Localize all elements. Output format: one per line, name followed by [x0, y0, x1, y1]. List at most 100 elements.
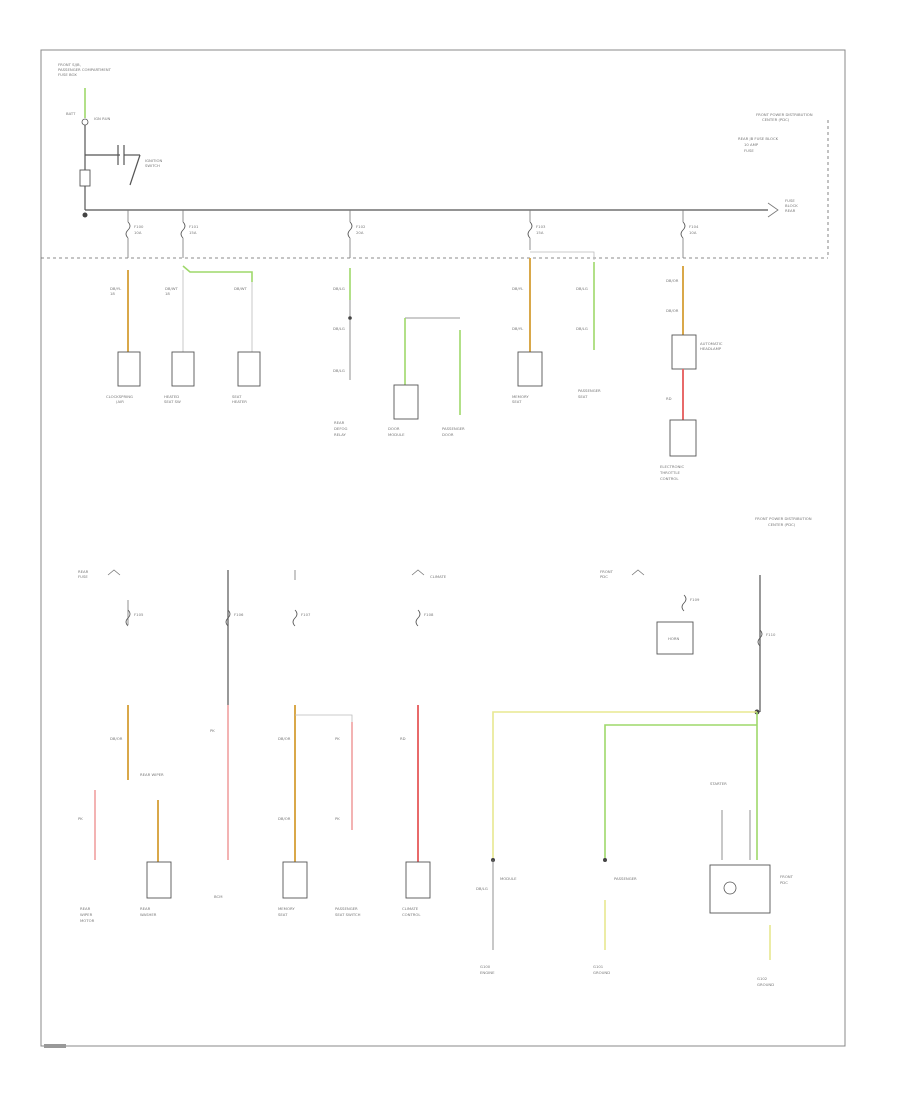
- svg-text:DB/LG: DB/LG: [576, 286, 588, 291]
- svg-text:SEAT: SEAT: [578, 394, 588, 399]
- circuit-throttle: F104 10A DB/OR DB/OR AUTOMATIC HEADLAMP …: [659, 210, 723, 481]
- svg-text:HEATER: HEATER: [232, 399, 247, 404]
- svg-text:18: 18: [110, 291, 115, 296]
- svg-text:FRONT POWER DISTRIBUTION: FRONT POWER DISTRIBUTION: [755, 516, 812, 521]
- svg-text:SWITCH: SWITCH: [145, 163, 160, 168]
- circuit-bcm: F106 PK BCM: [210, 570, 244, 899]
- circuit-rear-wiper: REAR FUSE F105 DB/OR PK REAR WIPER MOTOR…: [78, 569, 172, 923]
- svg-text:SEAT SWITCH: SEAT SWITCH: [335, 912, 361, 917]
- circuit-horn: FRONT PDC F109 HORN: [600, 569, 700, 655]
- svg-text:DB/YL: DB/YL: [512, 286, 524, 291]
- circuit-climate: CLIMATE F108 RD CLIMATE CONTROL: [400, 569, 447, 917]
- svg-text:DEFOG: DEFOG: [334, 426, 347, 431]
- svg-text:F110: F110: [766, 632, 776, 637]
- svg-text:F109: F109: [690, 597, 700, 602]
- svg-text:HEADLAMP: HEADLAMP: [700, 346, 722, 351]
- svg-text:PASSENGER: PASSENGER: [442, 426, 465, 431]
- svg-text:PK: PK: [78, 816, 83, 821]
- svg-text:FUSE: FUSE: [78, 574, 88, 579]
- svg-text:FRONT S/JB,: FRONT S/JB,: [58, 62, 81, 67]
- circuit-ground: F110 DB/LG MODULE PASSENGER G100 ENGINE …: [476, 575, 794, 987]
- svg-text:GROUND: GROUND: [593, 970, 610, 975]
- svg-text:DB/LG: DB/LG: [476, 886, 488, 891]
- svg-text:DB/LG: DB/LG: [576, 326, 588, 331]
- bottom-right-caption: FRONT POWER DISTRIBUTION CENTER (PDC): [755, 516, 812, 527]
- bus-connector: FUSE BLOCK REAR: [767, 198, 798, 218]
- svg-text:BCM: BCM: [214, 894, 222, 899]
- svg-text:FUSE: FUSE: [744, 148, 754, 153]
- svg-text:F105: F105: [134, 612, 144, 617]
- circuit-memory-seat-b: F107 DB/OR DB/OR MEMORY SEAT PK PK PASSE…: [278, 570, 361, 917]
- svg-text:MEMORY: MEMORY: [278, 906, 295, 911]
- svg-text:IGN RUN: IGN RUN: [94, 116, 111, 121]
- svg-text:DB/LG: DB/LG: [333, 368, 345, 373]
- svg-text:MODULE: MODULE: [388, 432, 405, 437]
- svg-text:CLIMATE: CLIMATE: [430, 574, 447, 579]
- svg-text:(AIR: (AIR: [116, 399, 124, 404]
- svg-text:G100: G100: [480, 964, 491, 969]
- svg-text:CONTROL: CONTROL: [402, 912, 421, 917]
- svg-text:15A: 15A: [189, 230, 197, 235]
- svg-text:G101: G101: [593, 964, 604, 969]
- svg-text:ENGINE: ENGINE: [480, 970, 495, 975]
- svg-text:CLOCKSPRING: CLOCKSPRING: [106, 394, 133, 399]
- svg-text:HORN: HORN: [668, 636, 679, 641]
- svg-text:REAR: REAR: [334, 420, 345, 425]
- svg-text:PASSENGER: PASSENGER: [335, 906, 358, 911]
- svg-text:PASSENGER: PASSENGER: [578, 388, 601, 393]
- svg-text:PK: PK: [210, 728, 215, 733]
- svg-text:PDC: PDC: [600, 574, 608, 579]
- svg-text:18: 18: [165, 291, 170, 296]
- svg-text:DB/OR: DB/OR: [666, 278, 679, 283]
- svg-text:F108: F108: [424, 612, 434, 617]
- svg-text:MODULE: MODULE: [500, 876, 517, 881]
- svg-text:CENTER (PDC): CENTER (PDC): [768, 522, 796, 527]
- svg-text:G102: G102: [757, 976, 768, 981]
- circuit-heated-seat: F101 15A DB/WT 18 HEATED SEAT SW DB/WT S…: [164, 210, 261, 404]
- svg-text:IGNITION: IGNITION: [145, 158, 162, 163]
- diagram-tag: [44, 1044, 66, 1048]
- svg-text:RD: RD: [400, 736, 406, 741]
- svg-text:F101: F101: [189, 224, 199, 229]
- svg-text:DB/YL: DB/YL: [512, 326, 524, 331]
- svg-text:F104: F104: [689, 224, 699, 229]
- svg-text:DB/LG: DB/LG: [333, 286, 345, 291]
- main-feed: BATT IGN RUN IGNITION SWITCH: [66, 88, 162, 218]
- svg-text:F106: F106: [234, 612, 244, 617]
- svg-text:DB/WT: DB/WT: [234, 286, 248, 291]
- svg-text:REAR: REAR: [785, 208, 796, 213]
- svg-text:SEAT: SEAT: [512, 399, 522, 404]
- svg-text:HEATED: HEATED: [164, 394, 179, 399]
- svg-text:PK: PK: [335, 736, 340, 741]
- svg-text:PK: PK: [335, 816, 340, 821]
- svg-text:10 AMP: 10 AMP: [744, 142, 759, 147]
- svg-text:DB/YL: DB/YL: [110, 286, 122, 291]
- svg-text:BLOCK: BLOCK: [785, 203, 798, 208]
- svg-text:RD: RD: [666, 396, 672, 401]
- svg-text:CLIMATE: CLIMATE: [402, 906, 419, 911]
- svg-text:REAR JB FUSE BLOCK: REAR JB FUSE BLOCK: [738, 136, 779, 141]
- svg-text:F107: F107: [301, 612, 311, 617]
- svg-text:THROTTLE: THROTTLE: [659, 470, 680, 475]
- svg-text:DOOR: DOOR: [388, 426, 400, 431]
- svg-text:SEAT: SEAT: [232, 394, 242, 399]
- svg-text:BATT: BATT: [66, 111, 76, 116]
- svg-text:FRONT: FRONT: [780, 874, 794, 879]
- svg-text:DOOR: DOOR: [442, 432, 454, 437]
- svg-text:WIPER: WIPER: [80, 912, 93, 917]
- circuit-clockspring: F100 10A DB/YL 18 CLOCKSPRING (AIR: [106, 210, 144, 404]
- top-left-caption: FRONT S/JB, PASSENGER COMPARTMENT FUSE B…: [58, 62, 112, 77]
- svg-text:15A: 15A: [536, 230, 544, 235]
- circuit-memory-seat: F103 15A DB/YL DB/YL MEMORY SEAT DB/LG D…: [512, 210, 601, 404]
- svg-text:20A: 20A: [356, 230, 364, 235]
- svg-text:REAR: REAR: [80, 906, 91, 911]
- svg-text:PDC: PDC: [780, 880, 788, 885]
- svg-text:DB/LG: DB/LG: [333, 326, 345, 331]
- svg-text:DB/OR: DB/OR: [666, 308, 679, 313]
- svg-text:F100: F100: [134, 224, 144, 229]
- svg-text:F102: F102: [356, 224, 366, 229]
- svg-text:10A: 10A: [689, 230, 697, 235]
- svg-text:F103: F103: [536, 224, 546, 229]
